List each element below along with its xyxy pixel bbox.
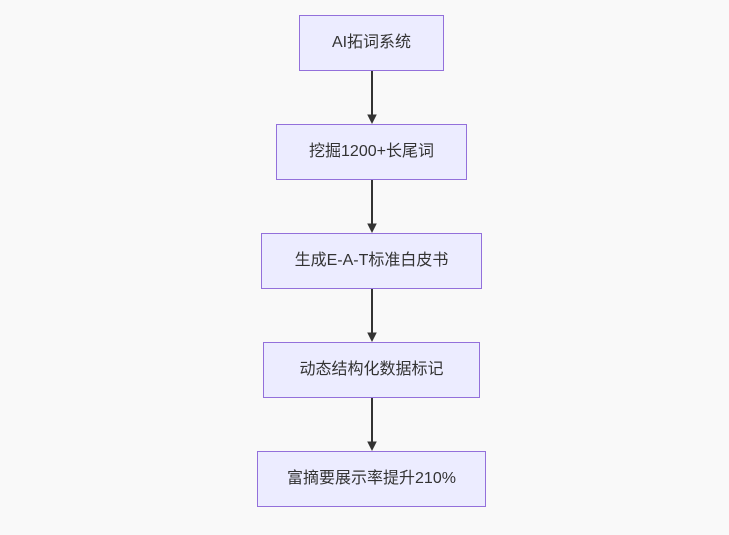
flowchart-node-rich-snippet-rate: 富摘要展示率提升210%: [257, 451, 486, 507]
arrow-down-icon: [366, 180, 377, 233]
flowchart-column: AI拓词系统 挖掘1200+长尾词 生成E-A-T标准白皮书 动态结构化数据标记: [7, 0, 729, 507]
node-label: 富摘要展示率提升210%: [287, 470, 456, 487]
flowchart-node-structured-data: 动态结构化数据标记: [263, 342, 480, 398]
node-label: AI拓词系统: [331, 34, 412, 51]
arrow-down-icon: [366, 289, 377, 342]
node-label: 动态结构化数据标记: [299, 361, 444, 378]
flowchart-node-eat-whitepaper: 生成E-A-T标准白皮书: [261, 233, 482, 289]
node-label: 生成E-A-T标准白皮书: [294, 252, 449, 269]
flowchart-node-ai-system: AI拓词系统: [299, 15, 444, 71]
node-label: 挖掘1200+长尾词: [309, 143, 434, 160]
arrow-down-icon: [366, 398, 377, 451]
arrow-down-icon: [366, 71, 377, 124]
flowchart-node-longtail-keywords: 挖掘1200+长尾词: [276, 124, 467, 180]
